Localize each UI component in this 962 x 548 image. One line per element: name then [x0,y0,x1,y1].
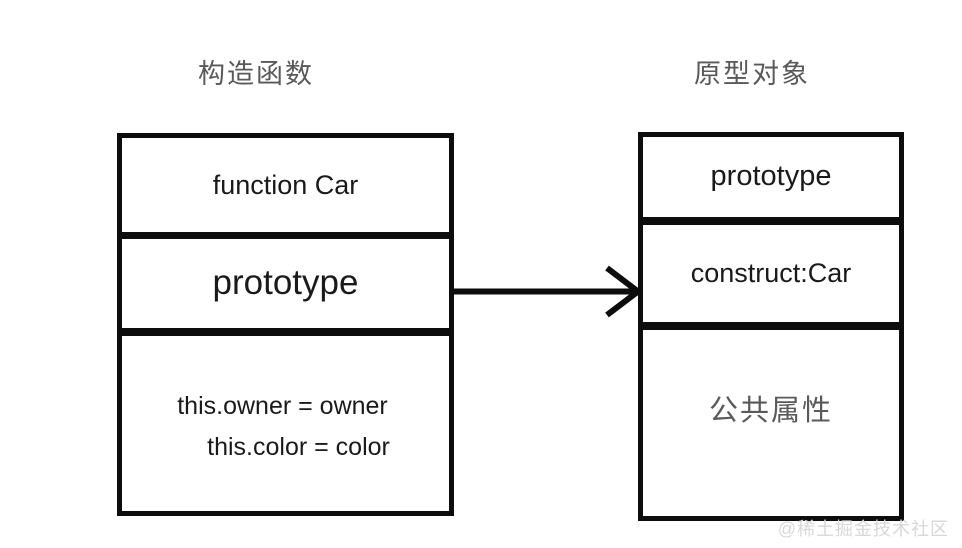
cell-function-car: function Car [122,138,449,239]
column-title-prototype-object: 原型对象 [694,59,810,89]
arrow-constructor-to-prototype-icon [453,265,643,318]
column-title-constructor: 构造函数 [198,59,314,89]
cell-prototype-label: prototype [710,160,832,193]
constructor-function-box: function Car prototype this.owner = owne… [117,133,454,516]
property-owner-assignment: this.owner = owner [177,392,388,420]
cell-constructor-prototype: prototype [122,239,449,336]
prototype-object-box: prototype construct:Car 公共属性 [638,132,904,521]
cell-public-properties: 公共属性 [643,330,899,516]
cell-construct-car-label: construct:Car [690,258,852,289]
cell-instance-properties: this.owner = owner this.color = color [122,336,449,511]
cell-constructor-prototype-label: prototype [212,263,359,303]
property-color-assignment: this.color = color [207,432,390,461]
cell-function-car-label: function Car [212,169,359,200]
cell-prototype: prototype [643,137,899,225]
cell-construct-car: construct:Car [643,225,899,330]
cell-public-properties-label: 公共属性 [708,395,833,428]
watermark: @稀土掘金技术社区 [777,519,949,539]
